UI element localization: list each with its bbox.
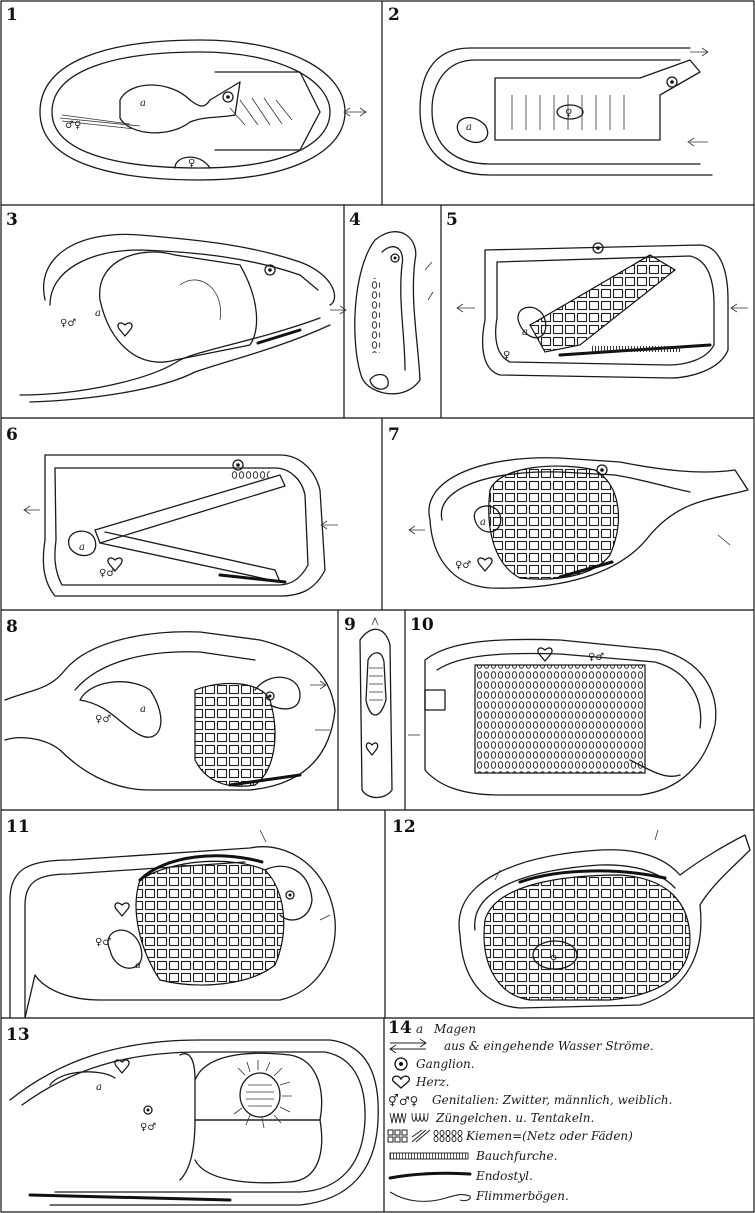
double-arrow-icon	[386, 1038, 444, 1054]
panel-3-number: 3	[6, 210, 18, 230]
ganglion-icon	[386, 1056, 416, 1072]
legend-row-heart: Herz.	[386, 1074, 449, 1090]
panel-5: 5 a ♀	[446, 210, 748, 378]
panel-7: 7 a ♀♂	[388, 425, 748, 588]
panel-9-number: 9	[344, 615, 356, 635]
gill-net-icon	[386, 1128, 466, 1144]
legend-water-currents-text: aus & eingehende Wasser Ströme.	[444, 1039, 654, 1053]
panel-11-label-stomach: a	[135, 960, 141, 971]
panel-13-label-stomach: a	[96, 1082, 102, 1093]
panel-1-number: 1	[6, 5, 18, 25]
panel-7-label-stomach: a	[480, 517, 486, 528]
panel-6-label-genital: ♀♂	[99, 568, 115, 579]
panel-10-number: 10	[410, 615, 434, 635]
panel-5-label-stomach: a	[522, 327, 528, 338]
panel-11-label-genital: ♀♂	[95, 937, 111, 948]
heart-icon	[386, 1074, 416, 1090]
legend-row-ventral-groove: Bauchfurche.	[386, 1148, 557, 1164]
panel-8-label-genital: ♀♂	[95, 714, 111, 725]
endostyle-icon	[386, 1168, 476, 1184]
tentacle-icon	[386, 1110, 436, 1126]
panel-10: 10 ♀♂	[408, 615, 716, 795]
panel-3: 3 a ♀♂	[6, 210, 346, 402]
panel-3-label-stomach: a	[95, 308, 101, 319]
legend-row-ganglion: Ganglion.	[386, 1056, 475, 1072]
panel-6-number: 6	[6, 425, 18, 445]
cilia-arc-icon	[386, 1188, 476, 1204]
panel-8: 8 a ♀♂	[5, 617, 335, 790]
panel-9: 9	[344, 615, 392, 798]
legend-row-gills: Kiemen=(Netz oder Fäden)	[386, 1128, 633, 1144]
legend-row-water-currents: aus & eingehende Wasser Ströme.	[386, 1038, 654, 1054]
panel-2-label-stomach: a	[466, 122, 472, 133]
legend-genitals-text: Genitalien: Zwitter, männlich, weiblich.	[432, 1093, 672, 1107]
panel-13-label-genital: ♀♂	[140, 1122, 156, 1133]
panel-12-number: 12	[392, 817, 416, 837]
legend-ventral-groove-text: Bauchfurche.	[476, 1149, 557, 1163]
panel-6: 6 a ♀♂	[6, 425, 338, 596]
panel-1-label-female: ♀	[188, 158, 195, 169]
panel-4: 4	[349, 210, 433, 394]
legend-ganglion-text: Ganglion.	[416, 1057, 475, 1071]
panel-5-label-female: ♀	[503, 350, 510, 361]
legend-gills-text: Kiemen=(Netz oder Fäden)	[466, 1129, 633, 1143]
panel-1-label-stomach: a	[140, 98, 146, 109]
legend-stomach-symbol: a	[416, 1022, 434, 1036]
gender-symbols-icon: ⚥♂♀	[386, 1092, 432, 1108]
panel-4-number: 4	[349, 210, 361, 230]
panel-11-number: 11	[6, 817, 30, 837]
panel-2: 2 a ♀	[388, 5, 712, 175]
panel-13-number: 13	[6, 1025, 30, 1045]
panel-12-label-female: ♀	[550, 954, 557, 965]
svg-text:⚥♂♀: ⚥♂♀	[388, 1094, 418, 1108]
panel-12: 12 ♀	[392, 817, 750, 1008]
panel-13: 13 a ♀♂	[6, 1025, 378, 1205]
panel-11: 11 a ♀♂	[6, 817, 335, 1018]
legend-number: 14	[388, 1018, 412, 1038]
panel-1: 1 a ♂♀ ♀	[6, 5, 366, 180]
panel-13-tentacle-crown	[234, 1060, 292, 1128]
legend-row-stomach: a Magen	[416, 1021, 476, 1037]
panel-2-label-female: ♀	[565, 108, 572, 119]
legend-cilia-arcs-text: Flimmerbögen.	[476, 1189, 569, 1203]
panel-7-label-genital: ♀♂	[455, 560, 471, 571]
legend-stomach-text: Magen	[434, 1022, 476, 1036]
legend-heart-text: Herz.	[416, 1075, 449, 1089]
legend-row-cilia-arcs: Flimmerbögen.	[386, 1188, 569, 1204]
panel-10-label-genital: ♀♂	[588, 652, 604, 663]
legend-endostyle-text: Endostyl.	[476, 1169, 533, 1183]
panel-6-label-stomach: a	[79, 542, 85, 553]
panel-8-label-stomach: a	[140, 704, 146, 715]
panel-8-number: 8	[6, 617, 18, 637]
panel-2-number: 2	[388, 5, 400, 25]
panel-1-label-genital: ♂♀	[65, 120, 81, 131]
legend-row-endostyle: Endostyl.	[386, 1168, 533, 1184]
ventral-groove-icon	[386, 1148, 476, 1164]
legend-row-genitals: ⚥♂♀ Genitalien: Zwitter, männlich, weibl…	[386, 1092, 672, 1108]
legend-panel: 14 a Magen aus & eingehende Wasser Ström…	[386, 1018, 752, 1211]
panel-3-label-genital: ♀♂	[60, 318, 76, 329]
legend-row-tentacles: Züngelchen. u. Tentakeln.	[386, 1110, 594, 1126]
legend-tentacles-text: Züngelchen. u. Tentakeln.	[436, 1111, 594, 1125]
panel-5-number: 5	[446, 210, 458, 230]
panel-7-number: 7	[388, 425, 400, 445]
